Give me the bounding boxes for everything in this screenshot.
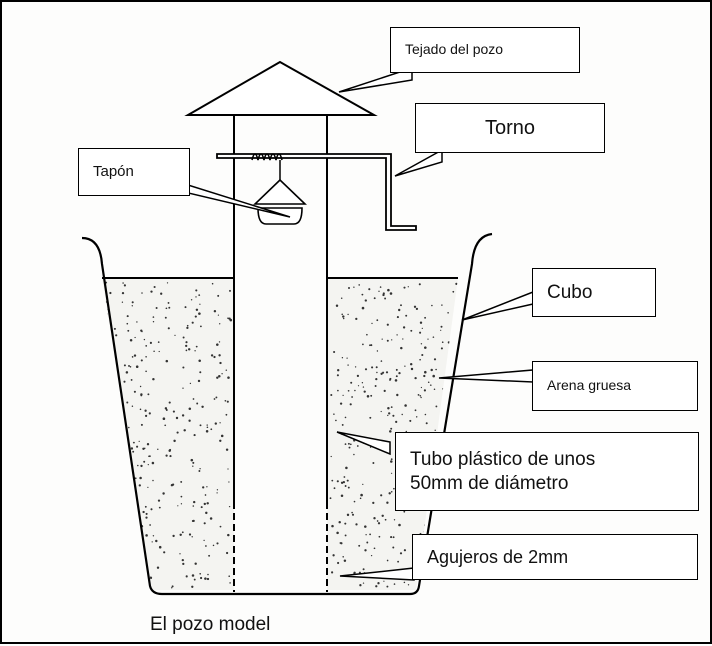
plug-shape (253, 178, 307, 225)
label-bucket: Cubo (532, 268, 656, 317)
rope-coil (251, 153, 283, 161)
roof-label-pointer (338, 66, 413, 93)
label-tube: Tubo plástico de unos 50mm de diámetro (395, 432, 699, 511)
label-tube-text: Tubo plástico de unos 50mm de diámetro (410, 448, 596, 494)
label-bucket-text: Cubo (547, 281, 593, 303)
winch-label-pointer (394, 148, 443, 177)
label-sand: Arena gruesa (532, 361, 698, 411)
label-holes: Agujeros de 2mm (412, 534, 698, 580)
label-winch-text: Torno (484, 116, 536, 139)
bucket-label-pointer (461, 290, 534, 321)
label-plug: Tapón (78, 148, 190, 196)
well-roof-shape (184, 60, 378, 116)
label-plug-text: Tapón (93, 162, 134, 180)
label-sand-text: Arena gruesa (547, 377, 632, 394)
winch-crank (216, 153, 417, 231)
label-winch: Torno (415, 103, 605, 153)
label-roof-text: Tejado del pozo (405, 41, 504, 58)
label-holes-text: Agujeros de 2mm (427, 546, 569, 567)
label-roof: Tejado del pozo (390, 27, 580, 73)
figure-caption: El pozo model (150, 614, 271, 635)
bucket-outline (81, 232, 493, 596)
tube-label-pointer (336, 431, 391, 456)
